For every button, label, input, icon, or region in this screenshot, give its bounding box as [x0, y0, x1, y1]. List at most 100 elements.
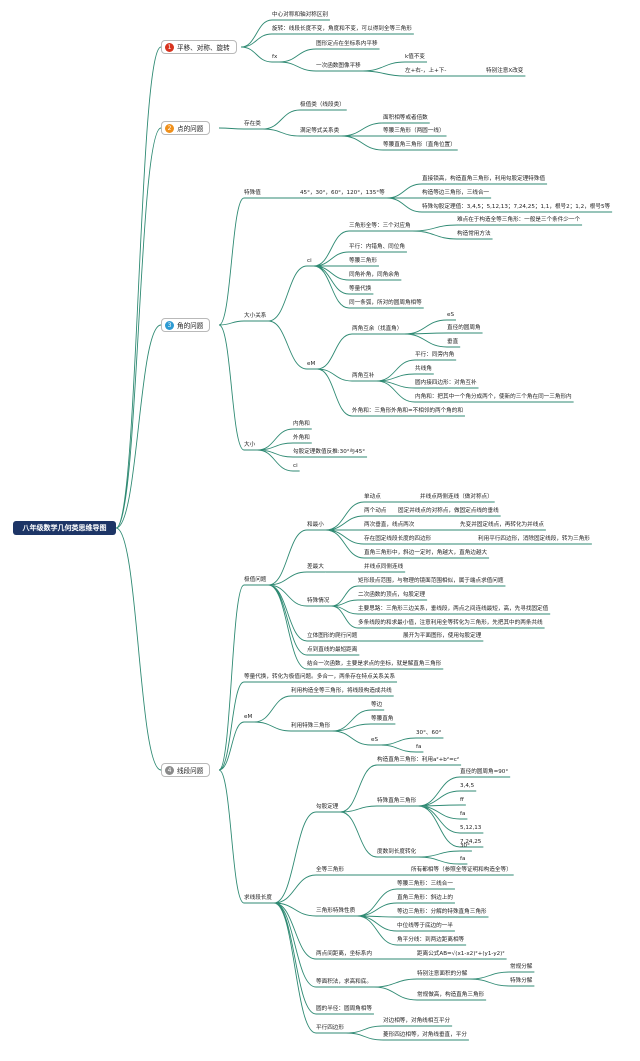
node-b4-para2[interactable]: 菱形四边相等，对角线垂直，平分	[383, 1032, 467, 1038]
node-b4-area1[interactable]: 特别注意面积的分解	[417, 971, 468, 977]
node-b4-twoa[interactable]: 距离公式AB=√(x1-x2)²+(y1-y2)²	[417, 951, 505, 957]
node-b4-p2d[interactable]: fa	[460, 811, 466, 817]
node-b3-m2d[interactable]: 内角和：把其中一个角分成两个，使新的三个角在同一三角形内	[415, 394, 572, 400]
node-b4-para1[interactable]: 对边相等，对角线相互平分	[383, 1018, 451, 1024]
node-b3-c1[interactable]: 三角形全等：三个对应角	[349, 223, 411, 229]
node-b4-min1[interactable]: 单动点	[364, 494, 381, 500]
node-b4-t3[interactable]: 等边三角形：分解的特殊直角三角形	[397, 909, 487, 915]
node-b4-pyth[interactable]: 勾股定理	[316, 804, 339, 810]
node-b3-size-rel[interactable]: 大小关系	[244, 313, 267, 319]
node-b4-area1a[interactable]: 常规分解	[510, 964, 533, 970]
node-b3-z4[interactable]: ci	[293, 463, 298, 469]
node-b1-n2[interactable]: 旋转：线段长度不变，角度和不变，可以得到全等三角形	[272, 26, 412, 32]
node-b4-min2[interactable]: 两个动点	[364, 508, 387, 514]
node-b4-min1a[interactable]: 并线点两侧连线（做对称点）	[420, 494, 493, 500]
node-b4-sp2[interactable]: 二次函数的顶点，勾股定理	[358, 592, 426, 598]
node-b4-cong[interactable]: 全等三角形	[316, 867, 344, 873]
node-b3-m2b[interactable]: 共线角	[415, 366, 432, 372]
node-b3-m1c[interactable]: 垂直	[447, 339, 459, 345]
node-b4-em2a[interactable]: 等边	[371, 702, 383, 708]
node-b4-t4[interactable]: 中位线等于底边的一半	[397, 923, 453, 929]
node-b4-p2[interactable]: 特殊直角三角形	[377, 798, 417, 804]
node-b4-p2b[interactable]: 3,4,5	[460, 783, 475, 789]
node-b4-conga[interactable]: 所有都相等（参照全等证明和构造全等）	[411, 867, 512, 873]
node-b3-m1a[interactable]: eS	[447, 312, 454, 318]
node-b3-m2a[interactable]: 平行：同旁内角	[415, 352, 455, 358]
node-b3-angles[interactable]: 45°，30°，60°，120°，135°等	[300, 190, 385, 196]
node-b4-em1[interactable]: 利用构造全等三角形，将线段构造成共线	[291, 688, 392, 694]
node-b4-len[interactable]: 求线段长度	[244, 895, 272, 901]
root-node[interactable]: 八年级数学几何类思维导图	[13, 521, 116, 535]
node-b3-c3[interactable]: 等腰三角形	[349, 258, 377, 264]
node-b3-m1[interactable]: 两角互余（找直角）	[352, 326, 403, 332]
node-b4-em2b[interactable]: 等腰直角	[371, 716, 394, 722]
node-b4-maxa[interactable]: 并线点同侧连线	[364, 564, 404, 570]
node-b4-sp1[interactable]: 矩形段点范围，与物理的镜面范围相似，属于端点求值问题	[358, 578, 504, 584]
node-b2-exist[interactable]: 存在类	[244, 121, 261, 127]
node-b3-z1[interactable]: 内角和	[293, 421, 310, 427]
node-b4-p2f[interactable]: 7,24,25	[460, 839, 482, 845]
node-b3-ci[interactable]: ci	[307, 258, 312, 264]
node-b4-solida[interactable]: 展开为平面图形，使用勾股定理	[403, 633, 482, 639]
node-b4-em2[interactable]: 利用特殊三角形	[291, 723, 331, 729]
node-b3-s3[interactable]: 特殊勾股定理值：3,4,5；5,12,13；7,24,25；1,1，根号2；1,…	[422, 204, 611, 210]
node-b1-note[interactable]: 特别注意X改变	[486, 68, 524, 74]
node-b1-fx-a[interactable]: 图形定点在坐标系内平移	[316, 41, 378, 47]
node-b4-t2[interactable]: 直角三角形：斜边上的	[397, 895, 453, 901]
node-b4-max[interactable]: 差最大	[307, 564, 324, 570]
node-b4-min4[interactable]: 存在固定线段长度的四边形	[364, 536, 432, 542]
node-b4-p3a[interactable]: 30°	[460, 843, 470, 849]
node-b3-c6[interactable]: 同一条弧，所对的圆周角相等	[349, 300, 422, 306]
node-b3-s2[interactable]: 构造等边三角形，三线合一	[422, 190, 490, 196]
node-b4-p2a[interactable]: 直径的圆周角=90°	[460, 769, 509, 775]
node-b4-para[interactable]: 平行四边形	[316, 1025, 344, 1031]
node-b4-sp3[interactable]: 主要思路：三角形三边关系，垂线段，两点之间连线最短，高，先寻找固定值	[358, 606, 549, 612]
node-b4-p1[interactable]: 构造直角三角形：利用a²+b²=c²	[377, 757, 460, 763]
node-b1-lr[interactable]: 左+右-，上+下-	[405, 68, 447, 74]
node-b3-special[interactable]: 特殊值	[244, 190, 261, 196]
node-b3-c5[interactable]: 等量代换	[349, 286, 372, 292]
node-b3-s1[interactable]: 直接锁高，构造直角三角形，利用勾股定理特殊值	[422, 176, 546, 182]
node-b4-solid[interactable]: 立体图形的爬行问题	[307, 633, 358, 639]
node-b4-two[interactable]: 两点间距离，坐标系内	[316, 951, 372, 957]
node-b4-tri[interactable]: 三角形特殊性质	[316, 908, 356, 914]
node-b4-es1[interactable]: 30°、60°	[416, 730, 442, 736]
node-b4-pl[interactable]: 点到直线的最短距离	[307, 647, 358, 653]
node-b3-c2[interactable]: 平行：内错角、同位角	[349, 244, 405, 250]
node-b2-e2[interactable]: 等腰三角形（两圆一线）	[383, 128, 445, 134]
node-b4-min4a[interactable]: 利用平行四边形，消除固定线段，转为三角形	[478, 536, 590, 542]
node-b1-n1[interactable]: 中心对称和轴对称区别	[272, 12, 328, 18]
node-b4-area2[interactable]: 常规做高，构造直角三角形	[417, 992, 485, 998]
node-b3-m1b[interactable]: 直径的圆周角	[447, 325, 481, 331]
node-b1-fx[interactable]: fx	[272, 54, 278, 60]
node-b1-fx-b[interactable]: 一次函数图像平移	[316, 63, 361, 69]
node-b2-e1[interactable]: 面积相等或者倍数	[383, 115, 428, 121]
node-b3-size[interactable]: 大小	[244, 442, 256, 448]
node-b4-em[interactable]: eM	[244, 714, 253, 720]
node-b4-area1b[interactable]: 特殊分解	[510, 978, 533, 984]
node-b4-min[interactable]: 和最小	[307, 522, 324, 528]
node-b4-t1[interactable]: 等腰三角形：三线合一	[397, 881, 453, 887]
node-b4-area[interactable]: 等面积法，求高和底。	[316, 979, 372, 985]
node-b4-p2e[interactable]: 5,12,13	[460, 825, 482, 831]
node-b2-iso[interactable]: 极值类（线段类）	[300, 102, 345, 108]
node-b4-p2c[interactable]: ff	[460, 797, 464, 803]
node-b1-k[interactable]: k值不变	[405, 54, 426, 60]
node-b3-c4[interactable]: 同角补角，同角余角	[349, 272, 400, 278]
node-b4-min2a[interactable]: 固定并线点的对称点，做固定点线的垂线	[398, 508, 499, 514]
node-b4-sp4[interactable]: 多条线段的和求最小值，注意利用全等转化为三角形，先把其中的两条共线	[358, 620, 543, 626]
node-b4-es[interactable]: eS	[371, 737, 378, 743]
node-b4-min5[interactable]: 直角三角形中，斜边一定时，角越大，直角边越大	[364, 550, 488, 556]
node-b4-fn[interactable]: 结合一次函数，主要是求点的坐标，就是解直角三角形	[307, 661, 442, 667]
node-b4-extreme[interactable]: 极值问题	[244, 577, 267, 583]
node-b4-min3a[interactable]: 先变并固定线点，再转化为并线点	[460, 522, 544, 528]
node-b3-z3[interactable]: 勾股定理数值反推:30°与45°	[293, 449, 366, 455]
node-b3-m2c[interactable]: 圆内接四边形：对角互补	[415, 380, 477, 386]
node-b3-c1a[interactable]: 难点在于构造全等三角形：一般是三个条件少一个	[457, 217, 581, 223]
node-b4-t5[interactable]: 角平分线：到两边距离相等	[397, 937, 465, 943]
node-b2-e3[interactable]: 等腰直角三角形（直角位置）	[383, 142, 456, 148]
